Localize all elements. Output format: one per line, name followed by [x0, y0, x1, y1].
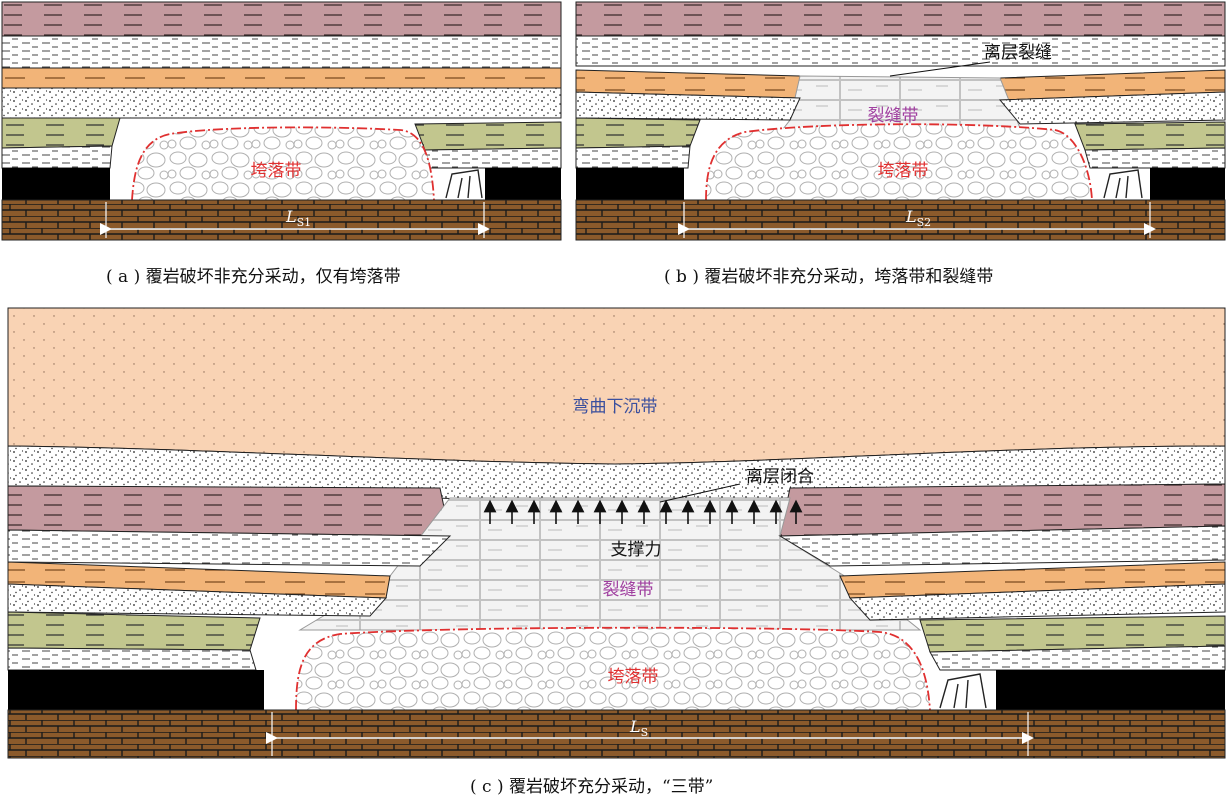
caption-b: ( b ) 覆岩破坏非充分采动，垮落带和裂缝带 — [664, 267, 994, 287]
floor-brick — [7, 709, 1226, 759]
hydraulic-support-icon — [1103, 169, 1143, 199]
stratum-shale — [575, 35, 1226, 67]
stratum-shale — [1, 35, 562, 69]
stratum-sandstone-orange — [1, 67, 562, 89]
fracture-zone-label: 裂缝带 — [603, 580, 654, 600]
floor-brick — [1, 199, 562, 241]
panel-c: 弯曲下沉带 离层闭合 支撑力 裂缝带 垮落带 LS — [7, 307, 1226, 759]
coal-seam-right — [996, 670, 1225, 710]
stratum-mudstone-left — [7, 485, 451, 537]
caving-zone-label: 垮落带 — [251, 161, 302, 181]
panel-a: 垮落带 LS1 — [1, 1, 562, 241]
floor-brick — [575, 199, 1226, 241]
stratum-sandstone-right — [998, 91, 1226, 125]
coal-seam-right — [485, 168, 561, 200]
stratum-shale-right — [778, 525, 1226, 567]
caption-c: ( c ) 覆岩破坏充分采动，“三带” — [470, 777, 714, 797]
stratum-green-left — [1, 117, 121, 149]
stratum-shale-left — [1, 145, 113, 169]
caving-zone — [132, 127, 434, 200]
caving-boundary — [705, 123, 1093, 201]
coal-seam-right — [1150, 168, 1225, 200]
caving-zone-label: 垮落带 — [608, 667, 659, 687]
stratum-sandstone-left — [7, 583, 388, 617]
support-force-label: 支撑力 — [611, 540, 662, 560]
separation-pointer — [889, 61, 991, 77]
coal-seam-left — [2, 168, 110, 200]
bending-subsidence-zone — [7, 307, 1226, 465]
caving-boundary — [295, 626, 931, 711]
stratum-shale-left — [7, 529, 452, 567]
stratum-green-right — [414, 121, 562, 151]
stratum-sandstone-right — [848, 583, 1226, 621]
stratum-green-left — [7, 611, 261, 651]
hydraulic-support-icon — [939, 673, 987, 709]
span-label: LS1 — [285, 207, 311, 229]
caving-zone — [296, 627, 930, 710]
stratum-shale-right — [1084, 147, 1226, 169]
panel-b: 离层裂缝 裂缝带 垮落带 LS2 — [575, 1, 1226, 241]
bending-zone-label: 弯曲下沉带 — [573, 397, 658, 417]
stratum-sandstone — [1, 87, 562, 119]
stratum-shale-left — [575, 145, 691, 169]
separation-fracture-label: 离层裂缝 — [984, 43, 1052, 63]
stratum-green-right — [1074, 121, 1226, 151]
caption-a: ( a ) 覆岩破坏非充分采动，仅有垮落带 — [106, 267, 401, 287]
stratum-mudstone — [575, 1, 1226, 37]
coal-seam-left — [576, 168, 684, 200]
span-label: LS2 — [905, 207, 931, 229]
caving-boundary — [131, 126, 435, 201]
caving-zone — [706, 124, 1092, 200]
stratum-sandstone-left — [575, 91, 801, 121]
fracture-zone-label: 裂缝带 — [868, 106, 919, 126]
stratum-shale-lower-left — [7, 647, 257, 671]
stratum-shale-right — [424, 147, 562, 169]
coal-seam-left — [8, 670, 264, 710]
span-label: LS — [629, 717, 648, 739]
stratum-green-left — [575, 117, 701, 149]
caving-zone-label: 垮落带 — [878, 161, 929, 181]
separation-pointer — [659, 483, 741, 503]
support-force-arrows — [483, 499, 803, 524]
hydraulic-support-icon — [445, 169, 483, 199]
stratum-mudstone — [1, 1, 562, 37]
separation-closed-label: 离层闭合 — [746, 467, 814, 487]
